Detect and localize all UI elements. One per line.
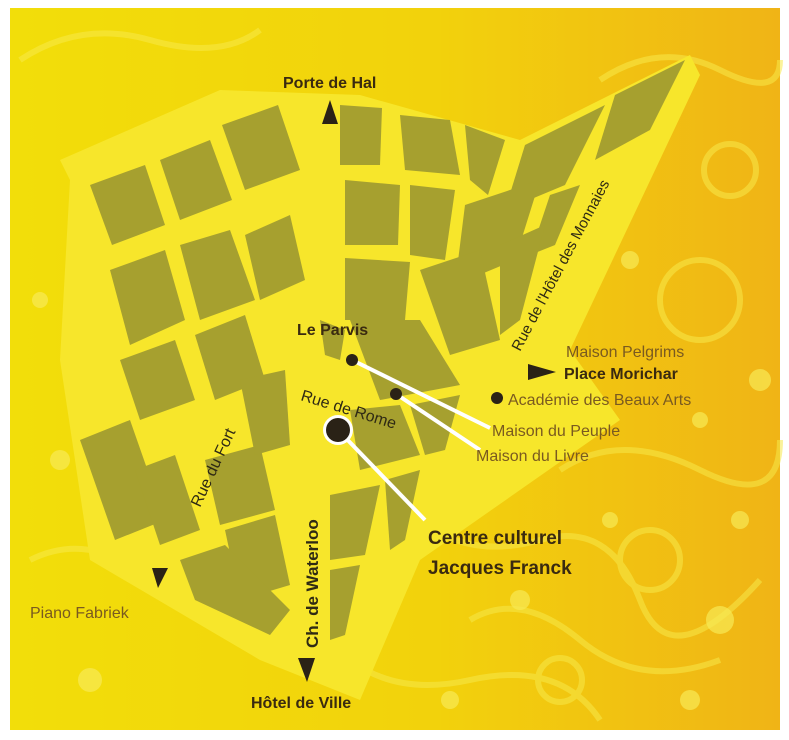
hotel-de-ville-label[interactable]: Hôtel de Ville (251, 695, 351, 712)
academie-label[interactable]: Académie des Beaux Arts (508, 392, 691, 409)
chaussee-de-waterloo-label: Ch. de Waterloo (303, 519, 322, 648)
leader-lines (336, 358, 491, 522)
maison-du-livre-marker[interactable] (390, 388, 402, 400)
maison-pelgrims-label[interactable]: Maison Pelgrims (566, 344, 684, 361)
academie-marker[interactable] (491, 392, 503, 404)
background-spots (32, 251, 771, 710)
le-parvis-marker[interactable] (346, 354, 358, 366)
maison-du-livre-label[interactable]: Maison du Livre (476, 448, 589, 465)
place-morichar-label[interactable]: Place Morichar (564, 366, 678, 383)
north-arrow-icon[interactable] (322, 100, 338, 124)
southwest-arrow-icon[interactable] (152, 568, 168, 588)
centre-culturel-label-line1[interactable]: Centre culturel (428, 528, 562, 549)
centre-culturel-marker[interactable] (326, 418, 350, 442)
background-texture (18, 27, 783, 722)
porte-de-hal-label[interactable]: Porte de Hal (283, 75, 376, 92)
maison-du-peuple-label[interactable]: Maison du Peuple (492, 423, 620, 440)
south-arrow-icon[interactable] (298, 658, 315, 682)
le-parvis-label[interactable]: Le Parvis (297, 322, 368, 339)
piano-fabriek-label[interactable]: Piano Fabriek (30, 605, 130, 622)
city-blocks (80, 60, 685, 640)
centre-culturel-label-line2[interactable]: Jacques Franck (428, 558, 572, 579)
east-arrow-icon[interactable] (528, 364, 556, 380)
